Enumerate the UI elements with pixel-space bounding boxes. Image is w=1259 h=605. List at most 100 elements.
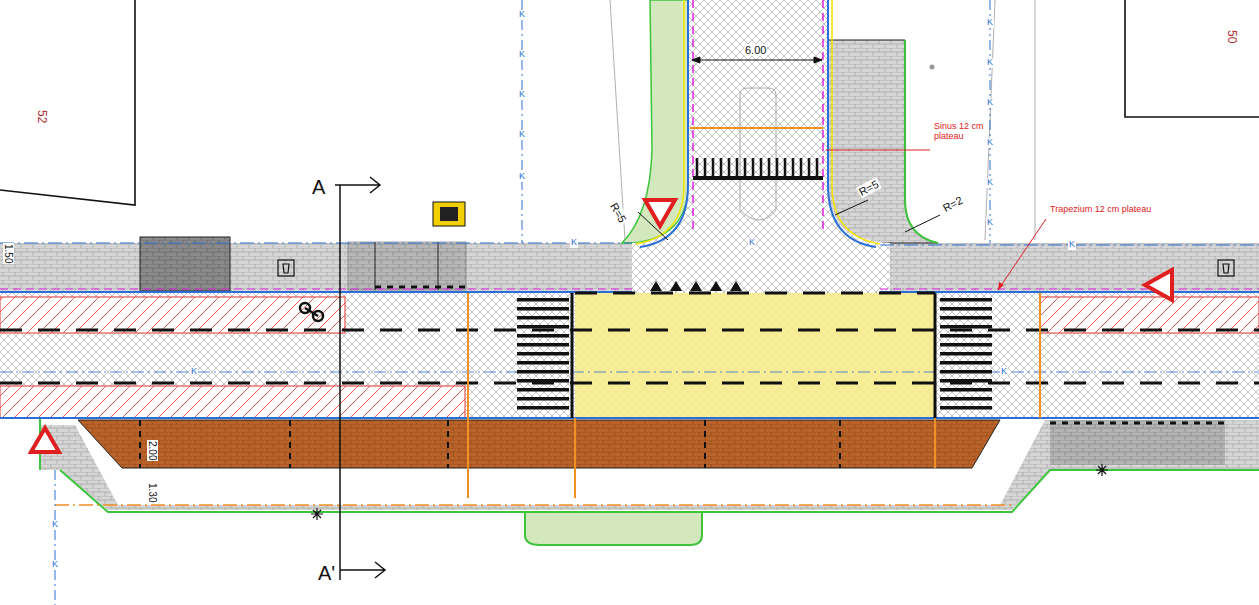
bay-marking xyxy=(375,286,466,289)
utility-mark: K xyxy=(986,178,994,188)
dimension-text: 1.50 xyxy=(3,243,14,264)
sidewalk-south xyxy=(40,420,1259,510)
green-strip xyxy=(622,0,688,243)
plan-path xyxy=(905,215,940,232)
utility-mark: K xyxy=(51,520,59,530)
zebra-bar xyxy=(517,379,569,383)
zebra-bar xyxy=(517,298,569,302)
utility-line xyxy=(0,372,1259,373)
main-road xyxy=(0,293,1259,418)
plan-path xyxy=(283,264,289,273)
radius-leaders xyxy=(638,200,940,240)
radius-text: R=5 xyxy=(608,200,630,226)
hump-tick xyxy=(752,158,755,178)
dimension-text: 2.00 xyxy=(147,440,158,461)
zebra-bar xyxy=(940,343,992,347)
callout-note: Sinus 12 cm plateau xyxy=(934,122,994,142)
building-52 xyxy=(0,0,135,205)
zebra-bar xyxy=(517,316,569,320)
vehicle-outline xyxy=(740,88,776,220)
utility-mark: K xyxy=(986,138,994,148)
joint-lines xyxy=(140,420,840,468)
utility-mark: K xyxy=(518,130,526,140)
plan-path xyxy=(645,200,675,226)
sidewalk-side xyxy=(828,40,938,243)
zebra-bar xyxy=(517,343,569,347)
utility-mark: K xyxy=(51,560,59,570)
parking-box xyxy=(348,242,466,290)
section-mark: A xyxy=(312,176,325,198)
hump-tick xyxy=(800,158,803,178)
section-mark: A' xyxy=(318,562,335,584)
zebra-bar xyxy=(940,325,992,329)
utility-mark: K xyxy=(748,238,756,248)
hump-tick xyxy=(712,158,715,178)
zebra-bar xyxy=(940,316,992,320)
leader-head xyxy=(998,282,1004,290)
shark-teeth xyxy=(650,281,742,291)
hump-tick xyxy=(736,158,739,178)
bike-symbol xyxy=(300,303,323,321)
house-number: 50 xyxy=(1225,30,1238,43)
callout-note: Trapezium 12 cm plateau xyxy=(1050,205,1151,215)
leader-line xyxy=(826,150,930,151)
magenta-line xyxy=(0,288,1259,289)
utility-mark: K xyxy=(1068,240,1076,250)
radius-text: R=5 xyxy=(856,177,882,198)
utility-mark: K xyxy=(986,18,994,28)
zebra-bar xyxy=(940,298,992,302)
plan-path xyxy=(1096,464,1108,476)
utility-mark: K xyxy=(986,98,994,108)
zebra-bar xyxy=(517,397,569,401)
green-edge xyxy=(0,418,1259,512)
plan-rect xyxy=(278,260,294,276)
utility-mark: K xyxy=(518,90,526,100)
dimension-text: 1.30 xyxy=(147,482,158,503)
green-patch xyxy=(525,512,702,545)
utility-mark: K xyxy=(1000,367,1008,377)
hump-tick xyxy=(704,158,707,178)
hump-tick xyxy=(728,158,731,178)
side-street xyxy=(632,0,890,293)
yield-sign xyxy=(31,200,1172,452)
bay-lines xyxy=(375,242,438,290)
plan-rect xyxy=(1218,260,1234,276)
disabled-sign xyxy=(433,202,465,226)
plan-path xyxy=(340,562,385,578)
dimension xyxy=(692,57,822,63)
cycle-lane xyxy=(0,297,345,333)
building-50 xyxy=(1125,0,1259,117)
parking-box xyxy=(140,237,230,291)
plan-path xyxy=(305,308,318,316)
plan-rect xyxy=(433,202,465,226)
zebra-bar xyxy=(517,406,569,410)
hump-tick xyxy=(776,158,779,178)
radius-text: R=2 xyxy=(940,193,966,214)
bin-symbol xyxy=(278,260,1234,276)
section-line xyxy=(335,177,385,580)
plan-path xyxy=(31,428,59,452)
house-number: 52 xyxy=(35,110,48,123)
zebra-bar xyxy=(517,334,569,338)
utility-line xyxy=(55,0,990,605)
point xyxy=(930,65,935,70)
dimension-text: 6.00 xyxy=(744,44,767,56)
utility-mark: K xyxy=(986,58,994,68)
parking-bay xyxy=(1050,420,1225,465)
hump-tick xyxy=(720,158,723,178)
yellow-line xyxy=(636,0,880,244)
zebra-bar xyxy=(940,397,992,401)
zebra-bar xyxy=(940,334,992,338)
cycle-lane xyxy=(0,386,465,418)
zebra-bar xyxy=(517,388,569,392)
plan-path xyxy=(835,200,868,215)
plan-path xyxy=(339,185,341,580)
plan-path xyxy=(311,508,323,520)
zebra-bar xyxy=(940,361,992,365)
leader-line xyxy=(998,219,1046,290)
hump-tick xyxy=(696,158,699,178)
